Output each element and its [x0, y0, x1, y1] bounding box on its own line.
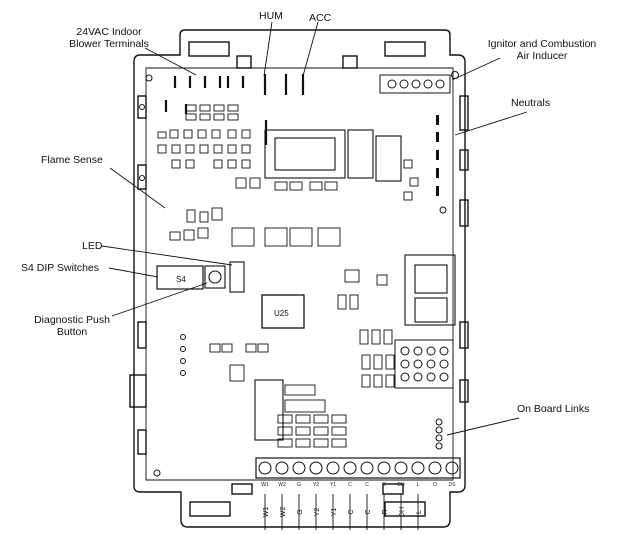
blower-leader: [144, 47, 197, 76]
diagnostic-push-button: [204, 265, 226, 289]
ignitor-connector: [379, 74, 451, 94]
ignitor-leader: [451, 57, 501, 81]
terminal-label: O: [433, 482, 437, 488]
neutrals-label: Neutrals: [511, 97, 551, 109]
wire-label: W1: [263, 507, 270, 518]
wire-label: Y1: [331, 508, 338, 517]
ignitor-label-line1: Ignitor and Combustion: [487, 38, 597, 50]
terminal-label: DH: [397, 482, 405, 488]
acc-leader: [302, 21, 319, 77]
blower-terminals-label: 24VAC Indoor Blower Terminals: [56, 26, 162, 50]
leader-lines: [101, 21, 528, 436]
on-board-links: [435, 418, 443, 450]
wire-label: R: [382, 509, 389, 514]
wire-label: DH: [399, 507, 406, 517]
blower-label-line1: 24VAC Indoor: [76, 26, 142, 38]
blower-label-line2: Blower Terminals: [69, 38, 149, 50]
ignitor-label: Ignitor and Combustion Air Inducer: [477, 38, 607, 62]
wire-label: C: [348, 509, 355, 514]
terminal-label: Y1: [330, 482, 336, 488]
terminal-label: G: [297, 482, 301, 488]
terminal-label: R: [382, 482, 386, 488]
ignitor-label-line2: Air Inducer: [516, 50, 568, 62]
terminal-label: W1: [261, 482, 269, 488]
hum-leader: [263, 21, 273, 77]
blower-terminal-pins: [164, 74, 305, 145]
board-outline: [129, 29, 469, 528]
terminal-label: W2: [278, 482, 286, 488]
terminal-label: L: [417, 482, 420, 488]
flame-sense-leader: [109, 167, 166, 209]
push-label-line2: Button: [56, 326, 88, 338]
bottom-wires: [264, 494, 419, 530]
terminal-label: C: [348, 482, 352, 488]
push-label-line1: Diagnostic Push: [34, 314, 110, 326]
small-components: [157, 104, 419, 413]
resistor-array: [277, 414, 347, 448]
relays: [254, 129, 456, 441]
u25-label: U25: [274, 309, 289, 318]
led-label: LED: [82, 240, 103, 252]
dip-leader: [108, 267, 159, 278]
links-leader: [446, 417, 520, 436]
wire-label: G: [297, 509, 304, 514]
on-board-links-label: On Board Links: [517, 403, 590, 415]
neutral-pins: [436, 115, 439, 196]
terminal-label: DS: [449, 482, 457, 488]
wire-label: W2: [280, 507, 287, 518]
diagnostic-push-label: Diagnostic Push Button: [22, 314, 122, 338]
hum-label: HUM: [259, 10, 283, 22]
wire-label: C: [365, 509, 372, 514]
push-leader: [111, 282, 208, 317]
wire-labels: W1 W2 G Y2 Y1 C C R DH L: [263, 507, 423, 518]
s4-dip-switch: S4: [156, 265, 204, 290]
wire-label: L: [416, 510, 423, 514]
flame-sense-label: Flame Sense: [41, 154, 103, 166]
capacitors: [180, 334, 186, 376]
u25-chip: U25: [261, 294, 305, 329]
wire-label: Y2: [314, 508, 321, 517]
dip-switches-label: S4 DIP Switches: [21, 262, 100, 274]
led: [229, 261, 245, 293]
mounting-holes: [139, 71, 459, 477]
neutrals-leader: [454, 111, 528, 136]
terminal-strip: W1 W2 G Y2 Y1 C C R DH L O DS: [255, 457, 461, 488]
led-leader: [101, 245, 233, 266]
terminal-label: C: [365, 482, 369, 488]
s4-label: S4: [176, 275, 186, 284]
acc-label: ACC: [309, 12, 332, 24]
twelve-pin-connector: [394, 339, 454, 389]
terminal-label: Y2: [313, 482, 319, 488]
